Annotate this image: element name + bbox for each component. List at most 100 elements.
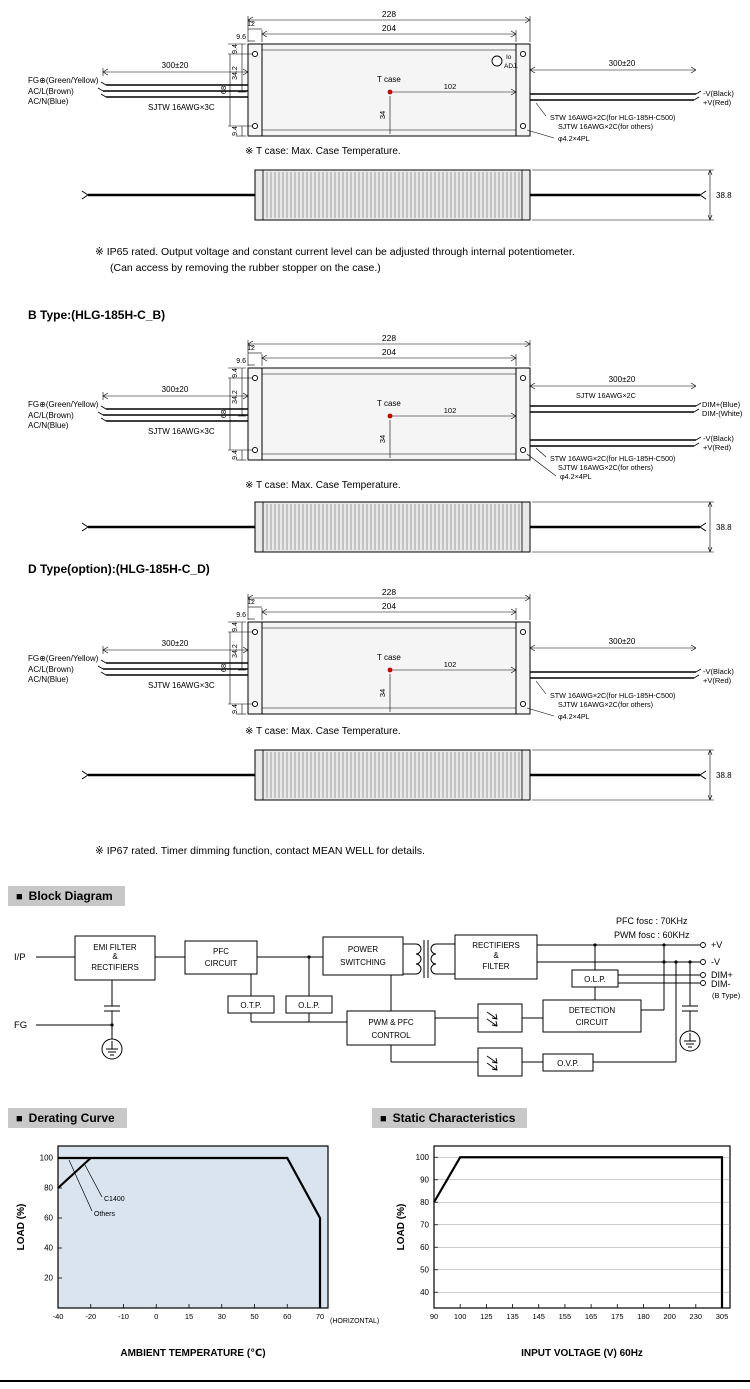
y-tick-label: 50 xyxy=(420,1265,429,1274)
hole-leader-b xyxy=(526,453,557,477)
input-wire-fray xyxy=(97,81,107,98)
static-heading: ■Static Characteristics xyxy=(372,1108,528,1128)
dim-tcase-x: 102 xyxy=(444,82,457,91)
horizontal-note: (HORIZONTAL) xyxy=(330,1318,379,1325)
dim-top: 9.4 xyxy=(232,368,239,378)
dim-mid: 34.2 xyxy=(232,644,239,658)
pfc-label-2: CIRCUIT xyxy=(205,959,238,968)
cable-leader-b xyxy=(535,447,547,458)
dim-side-height: 38.8 xyxy=(716,771,732,780)
rect-label-3: FILTER xyxy=(483,962,510,971)
x-tick-label: 0 xyxy=(154,1312,158,1321)
pwm-label-2: CONTROL xyxy=(371,1031,411,1040)
pfc-label-1: PFC xyxy=(213,947,229,956)
section-bullet-icon: ■ xyxy=(16,891,23,903)
x-tick-label: 305 xyxy=(716,1312,729,1321)
y-tick-label: 70 xyxy=(420,1220,429,1229)
input-n-label: AC/N(Blue) xyxy=(28,675,69,684)
dim-inner-width: 204 xyxy=(382,23,396,33)
dim-side-height: 38.8 xyxy=(716,523,732,532)
output-cable-2-label: SJTW 16AWG×2C(for others) xyxy=(558,122,653,131)
input-side: FG⊕(Green/Yellow) AC/L(Brown) AC/N(Blue)… xyxy=(28,639,249,690)
x-tick-label: 155 xyxy=(559,1312,572,1321)
output-neg-label-b: -V(Black) xyxy=(703,434,734,443)
detection-label-2: CIRCUIT xyxy=(576,1018,609,1027)
input-terminal-label: I/P xyxy=(14,952,26,963)
output-wire-fray xyxy=(693,90,702,101)
hole-note-label: φ4.2×4PL xyxy=(558,712,590,721)
dimension-lines xyxy=(228,340,531,461)
derating-chart: AMBIENT TEMPERATURE (℃) LOAD (%) (HORIZO… xyxy=(16,1145,379,1359)
ovp-label: O.V.P. xyxy=(557,1059,579,1068)
x-tick-label: 70 xyxy=(316,1312,324,1321)
output-wires xyxy=(530,93,696,101)
b-type-note: (B Type) xyxy=(712,991,741,1000)
optocoupler-1-box xyxy=(477,1003,523,1033)
x-tick-label: 145 xyxy=(532,1312,545,1321)
junction-dots xyxy=(110,943,692,1027)
y-tick-label: 40 xyxy=(44,1244,53,1253)
c1400-leader xyxy=(84,1164,103,1198)
input-wire-fray xyxy=(97,405,107,422)
pfc-fosc-label: PFC fosc : 70KHz xyxy=(616,916,688,926)
x-tick-label: 125 xyxy=(480,1312,493,1321)
drawing-d-side: 38.8 xyxy=(0,742,750,813)
ovp-box xyxy=(542,1053,594,1072)
input-fg-label: FG⊕(Green/Yellow) xyxy=(28,400,99,409)
mechanical-front-view: 228 204 12 9.6 9.4 34.2 68 9.4 34 102 T … xyxy=(28,333,743,481)
dim-height: 68 xyxy=(219,664,228,672)
dim-total-width: 228 xyxy=(382,587,396,597)
b-type-title: B Type:(HLG-185H-C_B) xyxy=(28,308,166,322)
dim-total-width: 228 xyxy=(382,9,396,19)
input-side: FG⊕(Green/Yellow) AC/L(Brown) AC/N(Blue)… xyxy=(28,385,249,436)
dim-cap-width: 12 xyxy=(247,345,255,352)
series-C1400 xyxy=(57,1157,92,1189)
output-wire-fray-b xyxy=(693,436,702,447)
pwm-label-1: PWM & PFC xyxy=(368,1018,414,1027)
mounting-holes xyxy=(251,628,527,708)
x-tick-label: 230 xyxy=(690,1312,703,1321)
input-length-label: 300±20 xyxy=(162,61,189,70)
input-n-label: AC/N(Blue) xyxy=(28,421,69,430)
detection-box xyxy=(542,999,642,1033)
y-tick-label: 80 xyxy=(44,1184,53,1193)
x-tick-label: 135 xyxy=(506,1312,519,1321)
output-pos-label: +V(Red) xyxy=(703,676,732,685)
input-l-label: AC/L(Brown) xyxy=(28,665,74,674)
input-wire-fray xyxy=(97,659,107,676)
y-tick-label: 40 xyxy=(420,1288,429,1297)
x-tick-label: 200 xyxy=(663,1312,676,1321)
mechanical-side-view: 38.8 xyxy=(81,169,732,221)
y-tick-label: 60 xyxy=(420,1243,429,1252)
pwm-fosc-label: PWM fosc : 60KHz xyxy=(614,930,690,940)
dim-length-label: 300±20 xyxy=(609,375,636,384)
block-boxes xyxy=(74,934,642,1077)
dim-center: 34 xyxy=(378,689,387,697)
fg-terminal-label: FG xyxy=(14,1020,27,1031)
output-side-standard: -V(Black) +V(Red) 300±20 STW 16AWG×2C(fo… xyxy=(526,59,734,143)
tcase-point xyxy=(387,667,393,673)
dim-height: 68 xyxy=(219,86,228,94)
plus-v-label: +V xyxy=(711,940,722,950)
dim-top: 9.4 xyxy=(232,44,239,54)
derating-heading: ■Derating Curve xyxy=(8,1108,127,1128)
io-label: Io xyxy=(506,54,512,61)
dim-center: 34 xyxy=(378,435,387,443)
mechanical-side-view: 38.8 xyxy=(81,749,732,801)
x-tick-label: 60 xyxy=(283,1312,291,1321)
otp-label: O.T.P. xyxy=(240,1001,261,1010)
series-Load xyxy=(433,1156,724,1308)
output-cable-1-label: STW 16AWG×2C(for HLG-185H-C500) xyxy=(550,113,675,122)
input-cable-label: SJTW 16AWG×3C xyxy=(148,681,215,690)
static-y-axis-label: LOAD (%) xyxy=(396,1204,407,1251)
ip67-note: ※ IP67 rated. Timer dimming function, co… xyxy=(95,845,425,857)
input-l-label: AC/L(Brown) xyxy=(28,87,74,96)
input-wires xyxy=(103,662,248,676)
derating-y-axis-label: LOAD (%) xyxy=(16,1204,27,1251)
input-side: FG⊕(Green/Yellow) AC/L(Brown) AC/N(Blue)… xyxy=(28,61,249,112)
mounting-holes xyxy=(251,50,527,130)
output-wire-fray xyxy=(693,668,702,679)
input-n-label: AC/N(Blue) xyxy=(28,97,69,106)
tcase-point xyxy=(387,413,393,419)
